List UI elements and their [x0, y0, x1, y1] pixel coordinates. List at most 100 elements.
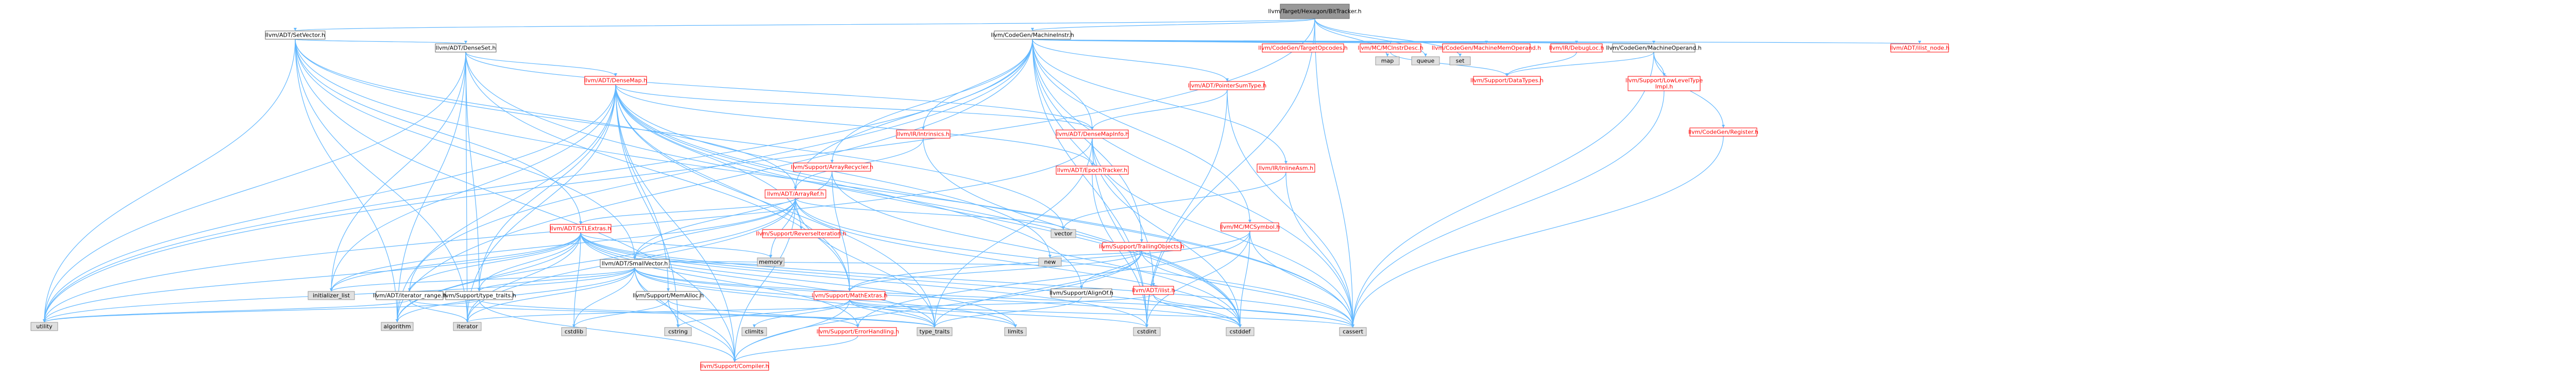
node-arrayref[interactable]: llvm/ADT/ArrayRef.h [765, 189, 826, 199]
edge-arrowhead-trailingobjects-to-alignof [1080, 286, 1083, 289]
node-cgtargetopcodes[interactable]: llvm/CodeGen/TargetOpcodes.h [1258, 43, 1348, 53]
node-box-queue [1411, 56, 1440, 66]
edge-arrowhead-mcsymbol-to-cstdint [1145, 324, 1148, 328]
node-stlextras[interactable]: llvm/ADT/STLExtras.h [550, 224, 612, 233]
node-box-trailingobjects [1102, 242, 1181, 251]
node-trailingobjects[interactable]: llvm/Support/TrailingObjects.h [1099, 242, 1184, 251]
edge-memalloc-to-cstdlib [573, 299, 669, 328]
node-compiler[interactable]: llvm/Support/Compiler.h [700, 362, 769, 371]
node-label-pointersumtype: llvm/ADT/PointerSumType.h [1188, 83, 1266, 89]
edge-memalloc-to-errorhandling [668, 299, 858, 328]
edge-densemap-to-cassert [615, 84, 1353, 328]
dependency-edges [43, 18, 1921, 363]
node-mcinstrdesc[interactable]: llvm/MC/MCInstrDesc.h [1358, 43, 1423, 53]
node-cgregister[interactable]: llvm/CodeGen/Register.h [1688, 127, 1758, 137]
node-label-limits: limits [1008, 329, 1023, 335]
node-box-densemap [584, 76, 647, 85]
edge-cgmi-to-irinlineasm [1032, 39, 1286, 165]
node-root[interactable]: llvm/Target/Hexagon/BitTracker.h [1268, 4, 1362, 19]
node-label-new: new [1044, 259, 1056, 266]
node-cgmachinememoperand[interactable]: llvm/CodeGen/MachineMemOperand.h [1432, 43, 1541, 53]
node-box-compiler [700, 362, 769, 371]
edge-cgmi-to-cstdint [1032, 39, 1147, 328]
node-cgmi[interactable]: llvm/CodeGen/MachineInstr.h [991, 30, 1074, 40]
node-label-vector: vector [1055, 231, 1073, 237]
edge-irdebugloc-to-supportdatatypes [1506, 52, 1577, 77]
node-box-typetraits [445, 291, 513, 300]
node-pointersumtype[interactable]: llvm/ADT/PointerSumType.h [1188, 81, 1266, 90]
node-irintrinsics[interactable]: llvm/IR/Intrinsics.h [896, 129, 951, 139]
node-box-cstdlib [561, 327, 587, 336]
edge-arrowhead-arrayrecycler-to-smallvector [633, 256, 636, 259]
edge-alignof-to-typetraitsstd [934, 297, 1082, 328]
node-box-utility [30, 322, 58, 331]
node-errorhandling[interactable]: llvm/Support/ErrorHandling.h [817, 327, 900, 336]
edge-densesetadt-to-densemapinfo [465, 52, 1093, 130]
edge-arrayref-to-memory [770, 198, 796, 258]
node-label-algorithm: algorithm [383, 323, 411, 330]
edge-cgmi-to-mcsymbol [1032, 39, 1250, 223]
node-box-pointersumtype [1190, 81, 1265, 90]
edge-arrayrecycler-to-cstddef [832, 171, 1241, 328]
node-typetraits[interactable]: llvm/Support/type_traits.h [442, 291, 516, 300]
node-memalloc[interactable]: llvm/Support/MemAlloc.h [633, 291, 704, 300]
node-label-cassert: cassert [1343, 329, 1364, 335]
node-algorithm: algorithm [381, 322, 414, 331]
node-label-iterator: iterator [457, 323, 478, 330]
node-irdebugloc[interactable]: llvm/IR/DebugLoc.h [1549, 43, 1604, 53]
node-label-lowleveltypeimpl: llvm/Support/LowLevelType [1625, 77, 1703, 84]
edge-stlextras-to-utility [44, 232, 581, 323]
node-irinlineasm[interactable]: llvm/IR/InlineAsm.h [1257, 164, 1315, 173]
edge-mcinstrdesc-to-supportdatatypes [1390, 52, 1507, 77]
node-iterrange[interactable]: llvm/ADT/iterator_range.h [373, 291, 446, 300]
node-arrayrecycler[interactable]: llvm/Support/ArrayRecycler.h [791, 162, 873, 172]
edge-smallvector-to-compiler [634, 267, 735, 363]
node-reversei[interactable]: llvm/Support/ReverseIteration.h [756, 229, 846, 238]
edge-mcsymbol-to-cstddef [1240, 231, 1250, 328]
edge-arrowhead-cgmi-to-irintrinsics [922, 127, 925, 130]
edge-arrowhead-trailingobjects-to-typetraitsstd [933, 324, 936, 328]
node-label-queue: queue [1417, 58, 1435, 64]
edge-mcsymbol-to-cassert [1249, 231, 1353, 328]
node-label-stlextras: llvm/ADT/STLExtras.h [550, 225, 612, 232]
node-alignof[interactable]: llvm/Support/AlignOf.h [1049, 288, 1113, 298]
edge-ilist-to-iterator [467, 294, 1154, 323]
node-supportdatatypes[interactable]: llvm/Support/DataTypes.h [1470, 76, 1544, 85]
node-label-densesetadt: llvm/ADT/DenseSet.h [436, 45, 496, 52]
edge-stlextras-to-cstdlib [573, 232, 581, 328]
edge-arrowhead-smallvector-to-cstdlib [572, 324, 575, 328]
node-label-memalloc: llvm/Support/MemAlloc.h [633, 292, 704, 299]
edge-cgmi-to-iterrange [409, 39, 1033, 292]
node-cstddef: cstddef [1226, 327, 1255, 336]
node-ilistnode[interactable]: llvm/ADT/ilist_node.h [1890, 43, 1950, 53]
node-mathextras[interactable]: llvm/Support/MathExtras.h [812, 291, 888, 300]
edge-iterrange-to-utility [44, 299, 410, 323]
node-densemapinfo[interactable]: llvm/ADT/DenseMapInfo.h [1056, 129, 1129, 139]
node-label-cgmi: llvm/CodeGen/MachineInstr.h [991, 32, 1074, 39]
node-mcsymbol[interactable]: llvm/MC/MCSymbol.h [1220, 222, 1280, 232]
node-map: map [1375, 56, 1400, 66]
edge-pointersumtype-to-cstdint [1146, 89, 1228, 328]
edge-cgmachineoperand-to-supportdatatypes [1506, 52, 1654, 77]
node-setvector[interactable]: llvm/ADT/SetVector.h [265, 30, 326, 40]
edge-errorhandling-to-compiler [734, 335, 858, 363]
edge-arrowhead-cgmi-to-ilistnode [1918, 41, 1921, 44]
edge-cgmi-to-ilist [1032, 39, 1154, 287]
node-smallvector[interactable]: llvm/ADT/SmallVector.h [600, 259, 670, 268]
edge-cgmi-to-algorithm [397, 39, 1033, 323]
node-box-cgmachineoperand [1612, 43, 1696, 53]
node-ilist[interactable]: llvm/ADT/ilist.h [1132, 286, 1175, 295]
node-label-cgmachineoperand: llvm/CodeGen/MachineOperand.h [1606, 45, 1701, 52]
node-label-root: llvm/Target/Hexagon/BitTracker.h [1268, 8, 1361, 15]
node-label-typetraitsstd: type_traits [920, 329, 950, 335]
node-label-reversei: llvm/Support/ReverseIteration.h [756, 231, 846, 237]
edge-trailingobjects-to-cassert [1141, 250, 1353, 328]
node-densemap[interactable]: llvm/ADT/DenseMap.h [584, 76, 647, 85]
node-densesetadt[interactable]: llvm/ADT/DenseSet.h [435, 43, 497, 53]
edge-densesetadt-to-initlist [331, 52, 466, 292]
node-cgmachineoperand[interactable]: llvm/CodeGen/MachineOperand.h [1606, 43, 1702, 53]
node-label-irintrinsics: llvm/IR/Intrinsics.h [897, 131, 950, 138]
node-epochtracker[interactable]: llvm/ADT/EpochTracker.h [1056, 166, 1129, 175]
node-label-cgtargetopcodes: llvm/CodeGen/TargetOpcodes.h [1258, 45, 1348, 52]
